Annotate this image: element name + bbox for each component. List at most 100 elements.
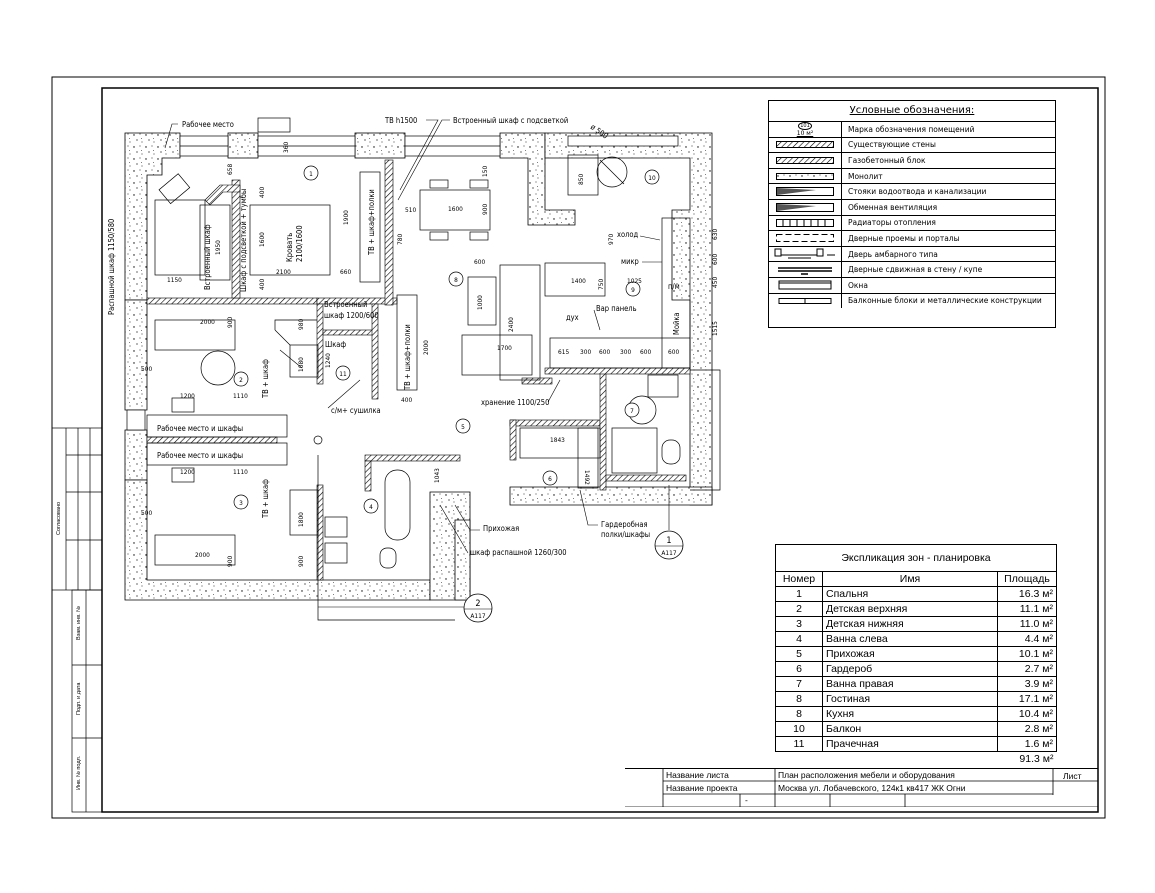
explication-area: 11.0 м² (997, 616, 1057, 632)
annotation: Шкаф (325, 340, 346, 349)
title-block-dash: - (745, 795, 748, 805)
explication-area: 1.6 м² (997, 736, 1057, 752)
label: 1515 (711, 321, 719, 336)
window-icon (769, 277, 842, 293)
annotation: микр (621, 257, 639, 266)
explication-name: Ванна слева (822, 631, 998, 647)
legend-row: Окна (769, 277, 1055, 294)
barn-door-icon (769, 246, 842, 262)
explication-area: 10.1 м² (997, 646, 1057, 662)
stamp-label: Инв. № подл. (76, 755, 82, 790)
label: 2 (475, 599, 480, 609)
label: 2000 (195, 551, 210, 559)
explication-name: Ванна правая (822, 676, 998, 692)
room-mark: 5 (455, 418, 471, 434)
label: 750 (597, 279, 605, 290)
explication-title: Экспликация зон - планировка (775, 544, 1057, 572)
label: 970 (607, 234, 615, 245)
legend-item-label: Марка обозначения помещений (848, 124, 975, 134)
label: 300 (580, 348, 591, 356)
stamp-label: Подп. и дата (76, 682, 82, 715)
explication-num: 8 (775, 706, 823, 722)
label: A117 (470, 612, 485, 620)
label: Номер (775, 571, 823, 587)
label: 1600 (258, 232, 266, 247)
interior-partitions (146, 159, 691, 581)
annotation: Распашной шкаф 1150/580 (107, 219, 116, 315)
label: 980 (297, 319, 305, 330)
explication-num: 5 (775, 646, 823, 662)
label: 658 (226, 164, 234, 175)
label: 850 (577, 174, 585, 185)
label: 101 (798, 121, 812, 130)
label: 1110 (233, 392, 248, 400)
explication-area: 4.4 м² (997, 631, 1057, 647)
label: 360 (282, 142, 290, 153)
annotation: Встроенный (324, 300, 367, 309)
explication-area: 2.7 м² (997, 661, 1057, 677)
legend-row: Монолит (769, 168, 1055, 185)
annotation: ТВ h1500 (384, 116, 417, 125)
legend-row: Дверь амбарного типа (769, 246, 1055, 263)
sheet-name-label: Название листа (666, 770, 729, 780)
label: 1200 (180, 392, 195, 400)
label: 1700 (497, 344, 512, 352)
label: 600 (711, 254, 719, 265)
label: 6 (548, 475, 552, 483)
section-mark-2: 2 A117 (318, 593, 493, 623)
legend-row: Газобетонный блок (769, 153, 1055, 169)
explication-name: Детская нижняя (822, 616, 998, 632)
room-mark: 8 (448, 271, 464, 287)
legend-item-label: Газобетонный блок (848, 155, 926, 165)
explication-name: Гардероб (822, 661, 998, 677)
explication-num: 8 (775, 691, 823, 707)
annotation: полки/шкафы (601, 530, 650, 539)
legend-row: Дверные проемы и порталы (769, 231, 1055, 247)
explication-name: Детская верхняя (822, 601, 998, 617)
label: 1000 (476, 295, 484, 310)
label: 1843 (550, 436, 565, 444)
label: 1025 (627, 277, 642, 285)
stamp-label: Взам. инв. № (76, 605, 82, 640)
label: 1600 (448, 205, 463, 213)
legend-item-label: Стояки водоотвода и канализации (848, 187, 987, 197)
label: 2000 (200, 318, 215, 326)
explication-total: 91.3 м² (776, 752, 1057, 767)
legend-item-label: Обменная вентиляция (848, 202, 938, 212)
exterior-walls (124, 132, 713, 601)
label: 4 (369, 503, 373, 511)
annotation: дух (566, 313, 579, 322)
legend-row: Дверные сдвижная в стену / купе (769, 262, 1055, 278)
annotation: Вар панель (596, 304, 637, 313)
room-mark: 10 (644, 169, 660, 185)
label: 91.3 м² (1019, 753, 1054, 765)
stamp-label: Согласовано (56, 501, 62, 535)
sheet-name: План расположения мебели и оборудования (778, 770, 955, 780)
annotation: хранение 1100/250 (481, 398, 549, 407)
explication-table: Экспликация зон - планировка Номер Имя П… (775, 544, 1057, 766)
annotation: Встроенный шкаф (203, 224, 212, 290)
label: 150 (481, 166, 489, 177)
annotation: ТВ + шкаф (261, 479, 270, 519)
annotation: ТВ + шкаф (261, 359, 270, 399)
legend-item-label: Радиаторы отопления (848, 218, 936, 228)
annotation: Мойка (672, 312, 681, 335)
legend-item-label: Окна (848, 280, 868, 290)
explication-num: 7 (775, 676, 823, 692)
explication-area: 16.3 м² (997, 586, 1057, 602)
room-mark: 3 (233, 494, 249, 510)
drain-riser-icon (769, 184, 842, 199)
explication-num: 4 (775, 631, 823, 647)
label: 9 (631, 286, 635, 294)
label: 600 (599, 348, 610, 356)
explication-name: Балкон (822, 721, 998, 737)
label: 615 (558, 348, 569, 356)
explication-area: 3.9 м² (997, 676, 1057, 692)
label: 900 (226, 556, 234, 567)
annotation: п/м (668, 282, 680, 291)
label: 10 (648, 174, 656, 182)
